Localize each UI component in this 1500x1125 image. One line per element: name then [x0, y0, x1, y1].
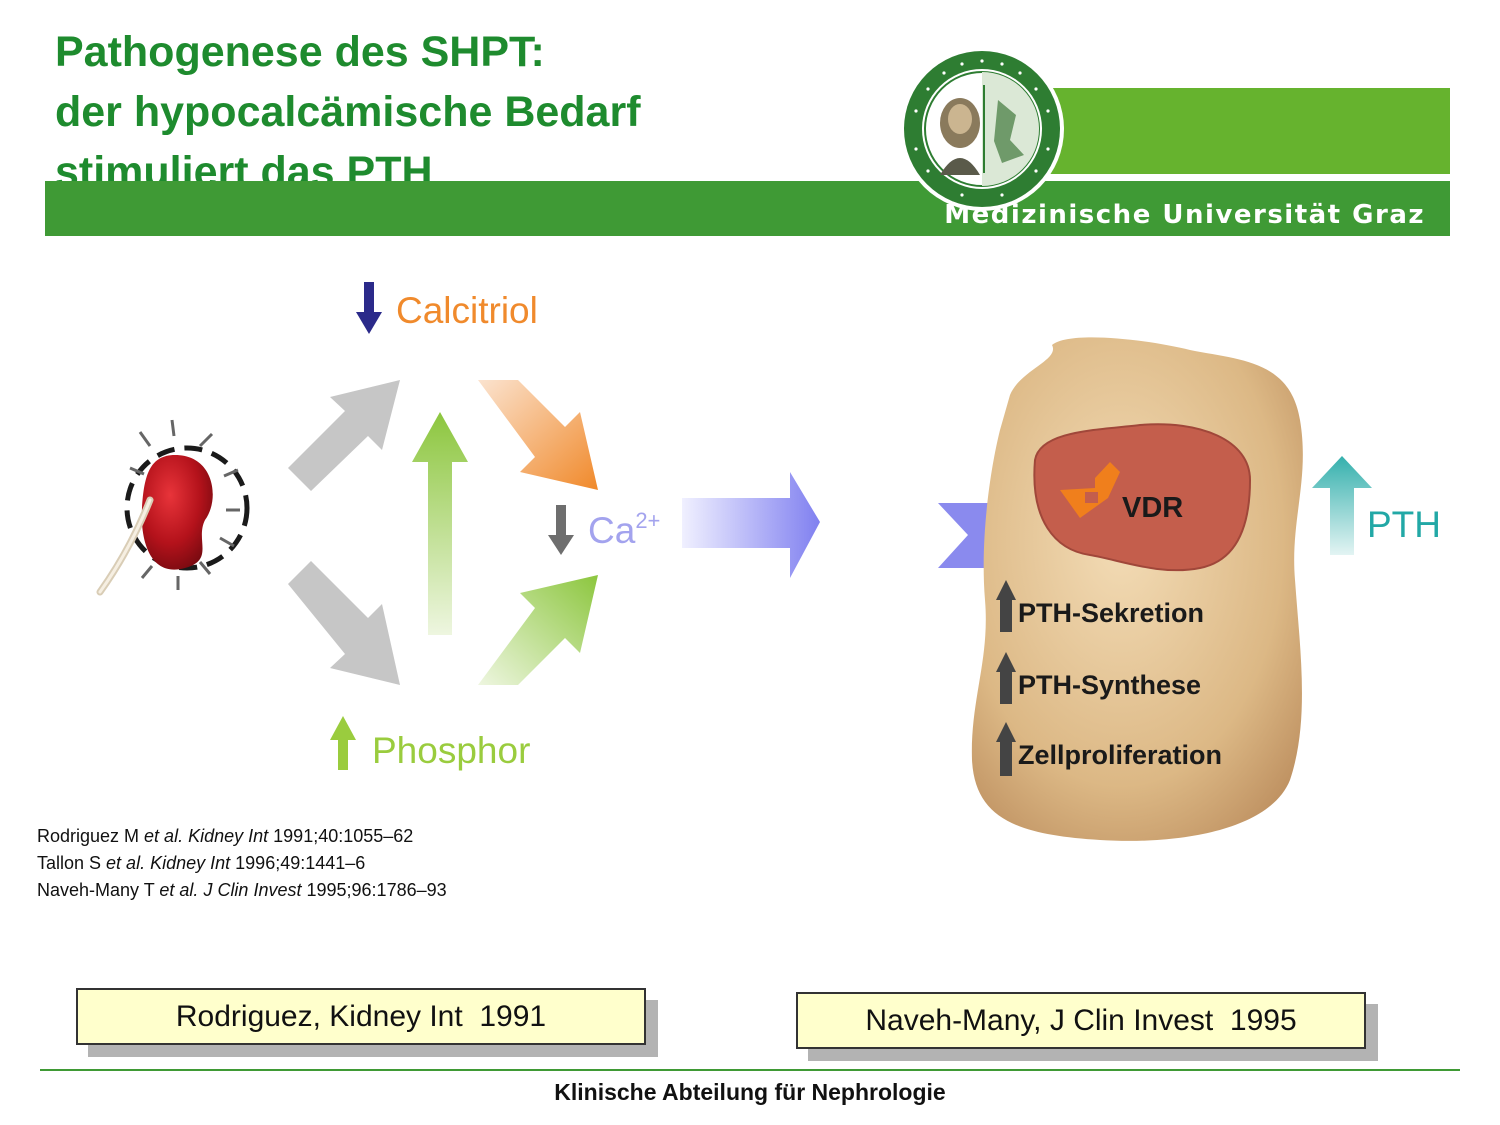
- effect-up-arrow-2: [996, 652, 1016, 704]
- footer-divider: [40, 1069, 1460, 1071]
- header-band-bottom: [45, 181, 1450, 236]
- orange-arrow: [478, 380, 598, 490]
- title-line-2: der hypocalcämische Bedarf: [55, 88, 641, 136]
- university-seal-logo: [900, 47, 1064, 211]
- calcium-down-arrow: [548, 505, 574, 555]
- pth-label: PTH: [1367, 504, 1441, 545]
- green-arrow-diagonal: [478, 575, 598, 685]
- kidney-illustration: [96, 419, 250, 596]
- citation-box-left: Rodriguez, Kidney Int 1991: [76, 988, 646, 1045]
- reference-item: Tallon S et al. Kidney Int 1996;49:1441–…: [37, 853, 366, 873]
- calcium-label: Ca2+: [588, 508, 661, 552]
- page-title: Pathogenese des SHPT: der hypocalcämisch…: [55, 22, 815, 202]
- calcium-charge: 2+: [635, 508, 661, 533]
- reference-item: Naveh-Many T et al. J Clin Invest 1995;9…: [37, 880, 447, 900]
- vdr-receptor-mark: [1060, 462, 1120, 518]
- title-line-1: Pathogenese des SHPT:: [55, 28, 545, 76]
- reference-item: Rodriguez M et al. Kidney Int 1991;40:10…: [37, 826, 414, 846]
- vdr-label: VDR: [1122, 492, 1184, 524]
- effect-up-arrow-3: [996, 722, 1016, 776]
- vdr-organelle: [1033, 423, 1252, 572]
- university-name: Medizinische Universität Graz: [944, 200, 1425, 230]
- phosphor-label: Phosphor: [372, 730, 531, 771]
- phosphor-up-arrow: [330, 716, 356, 770]
- pth-up-arrow: [1312, 456, 1372, 555]
- effect-pth-secretion: PTH-Sekretion: [1018, 598, 1205, 628]
- citation-box-right: Naveh-Many, J Clin Invest 1995: [796, 992, 1366, 1049]
- calcitriol-label: Calcitriol: [396, 290, 538, 331]
- effect-pth-synthesis: PTH-Synthese: [1018, 670, 1202, 700]
- calcium-symbol: Ca: [588, 510, 636, 551]
- green-arrow-vertical: [412, 412, 468, 635]
- effect-cell-proliferation: Zellproliferation: [1018, 740, 1223, 770]
- calcitriol-down-arrow: [356, 282, 382, 334]
- gray-arrow-up: [288, 380, 400, 491]
- blue-arrow-right: [682, 472, 820, 578]
- footer-department: Klinische Abteilung für Nephrologie: [554, 1079, 946, 1105]
- reference-list: Rodriguez M et al. Kidney Int 1991;40:10…: [37, 823, 447, 904]
- effect-up-arrow-1: [996, 580, 1016, 632]
- gray-arrow-down: [288, 561, 400, 685]
